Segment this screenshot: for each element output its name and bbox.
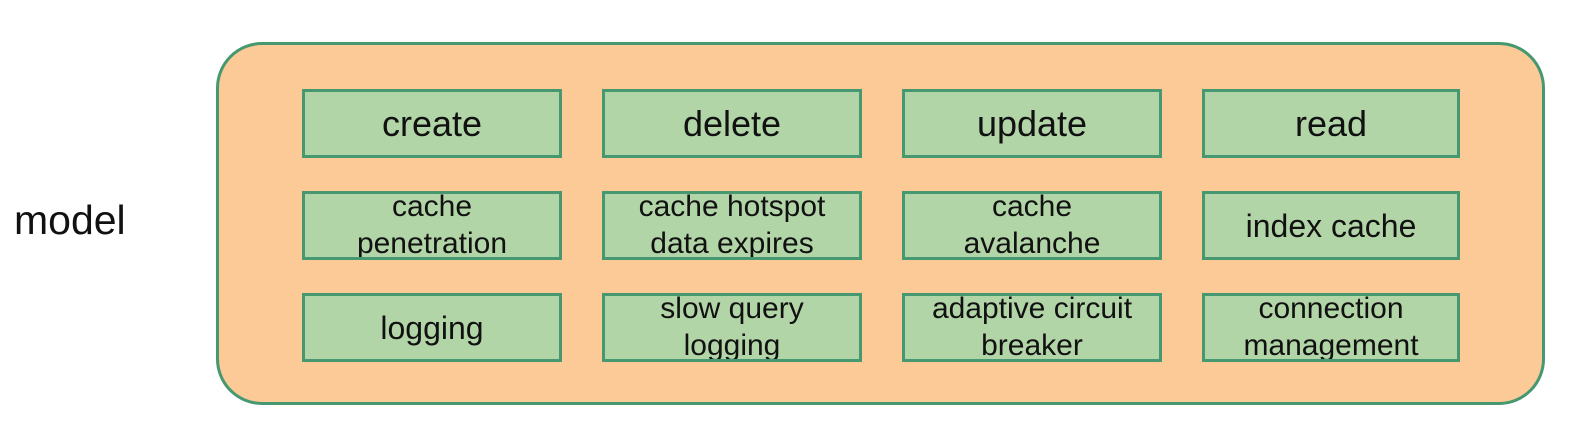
box-cache-hotspot-data-expires-label: cache hotspot data expires [638,191,826,260]
box-delete[interactable]: delete [602,89,862,158]
box-index-cache-label: index cache [1245,207,1417,244]
box-logging[interactable]: logging [302,293,562,362]
box-create[interactable]: create [302,89,562,158]
box-connection-management[interactable]: connection management [1202,293,1460,362]
box-cache-avalanche-label: cache avalanche [963,191,1101,260]
box-read-label: read [1294,102,1368,144]
box-update[interactable]: update [902,89,1162,158]
box-connection-management-label: connection management [1243,293,1419,362]
box-update-label: update [976,102,1088,144]
model-container: create delete update read cache penetrat… [216,42,1545,405]
box-adaptive-circuit-breaker[interactable]: adaptive circuit breaker [902,293,1162,362]
model-box-grid: create delete update read cache penetrat… [302,89,1460,362]
box-slow-query-logging[interactable]: slow query logging [602,293,862,362]
model-group-label: model [14,197,126,243]
box-cache-penetration[interactable]: cache penetration [302,191,562,260]
box-create-label: create [381,102,483,144]
box-cache-avalanche[interactable]: cache avalanche [902,191,1162,260]
box-adaptive-circuit-breaker-label: adaptive circuit breaker [931,293,1133,362]
box-index-cache[interactable]: index cache [1202,191,1460,260]
box-cache-hotspot-data-expires[interactable]: cache hotspot data expires [602,191,862,260]
box-read[interactable]: read [1202,89,1460,158]
box-cache-penetration-label: cache penetration [356,191,508,260]
box-delete-label: delete [682,102,782,144]
box-logging-label: logging [380,309,484,346]
box-slow-query-logging-label: slow query logging [660,293,804,362]
